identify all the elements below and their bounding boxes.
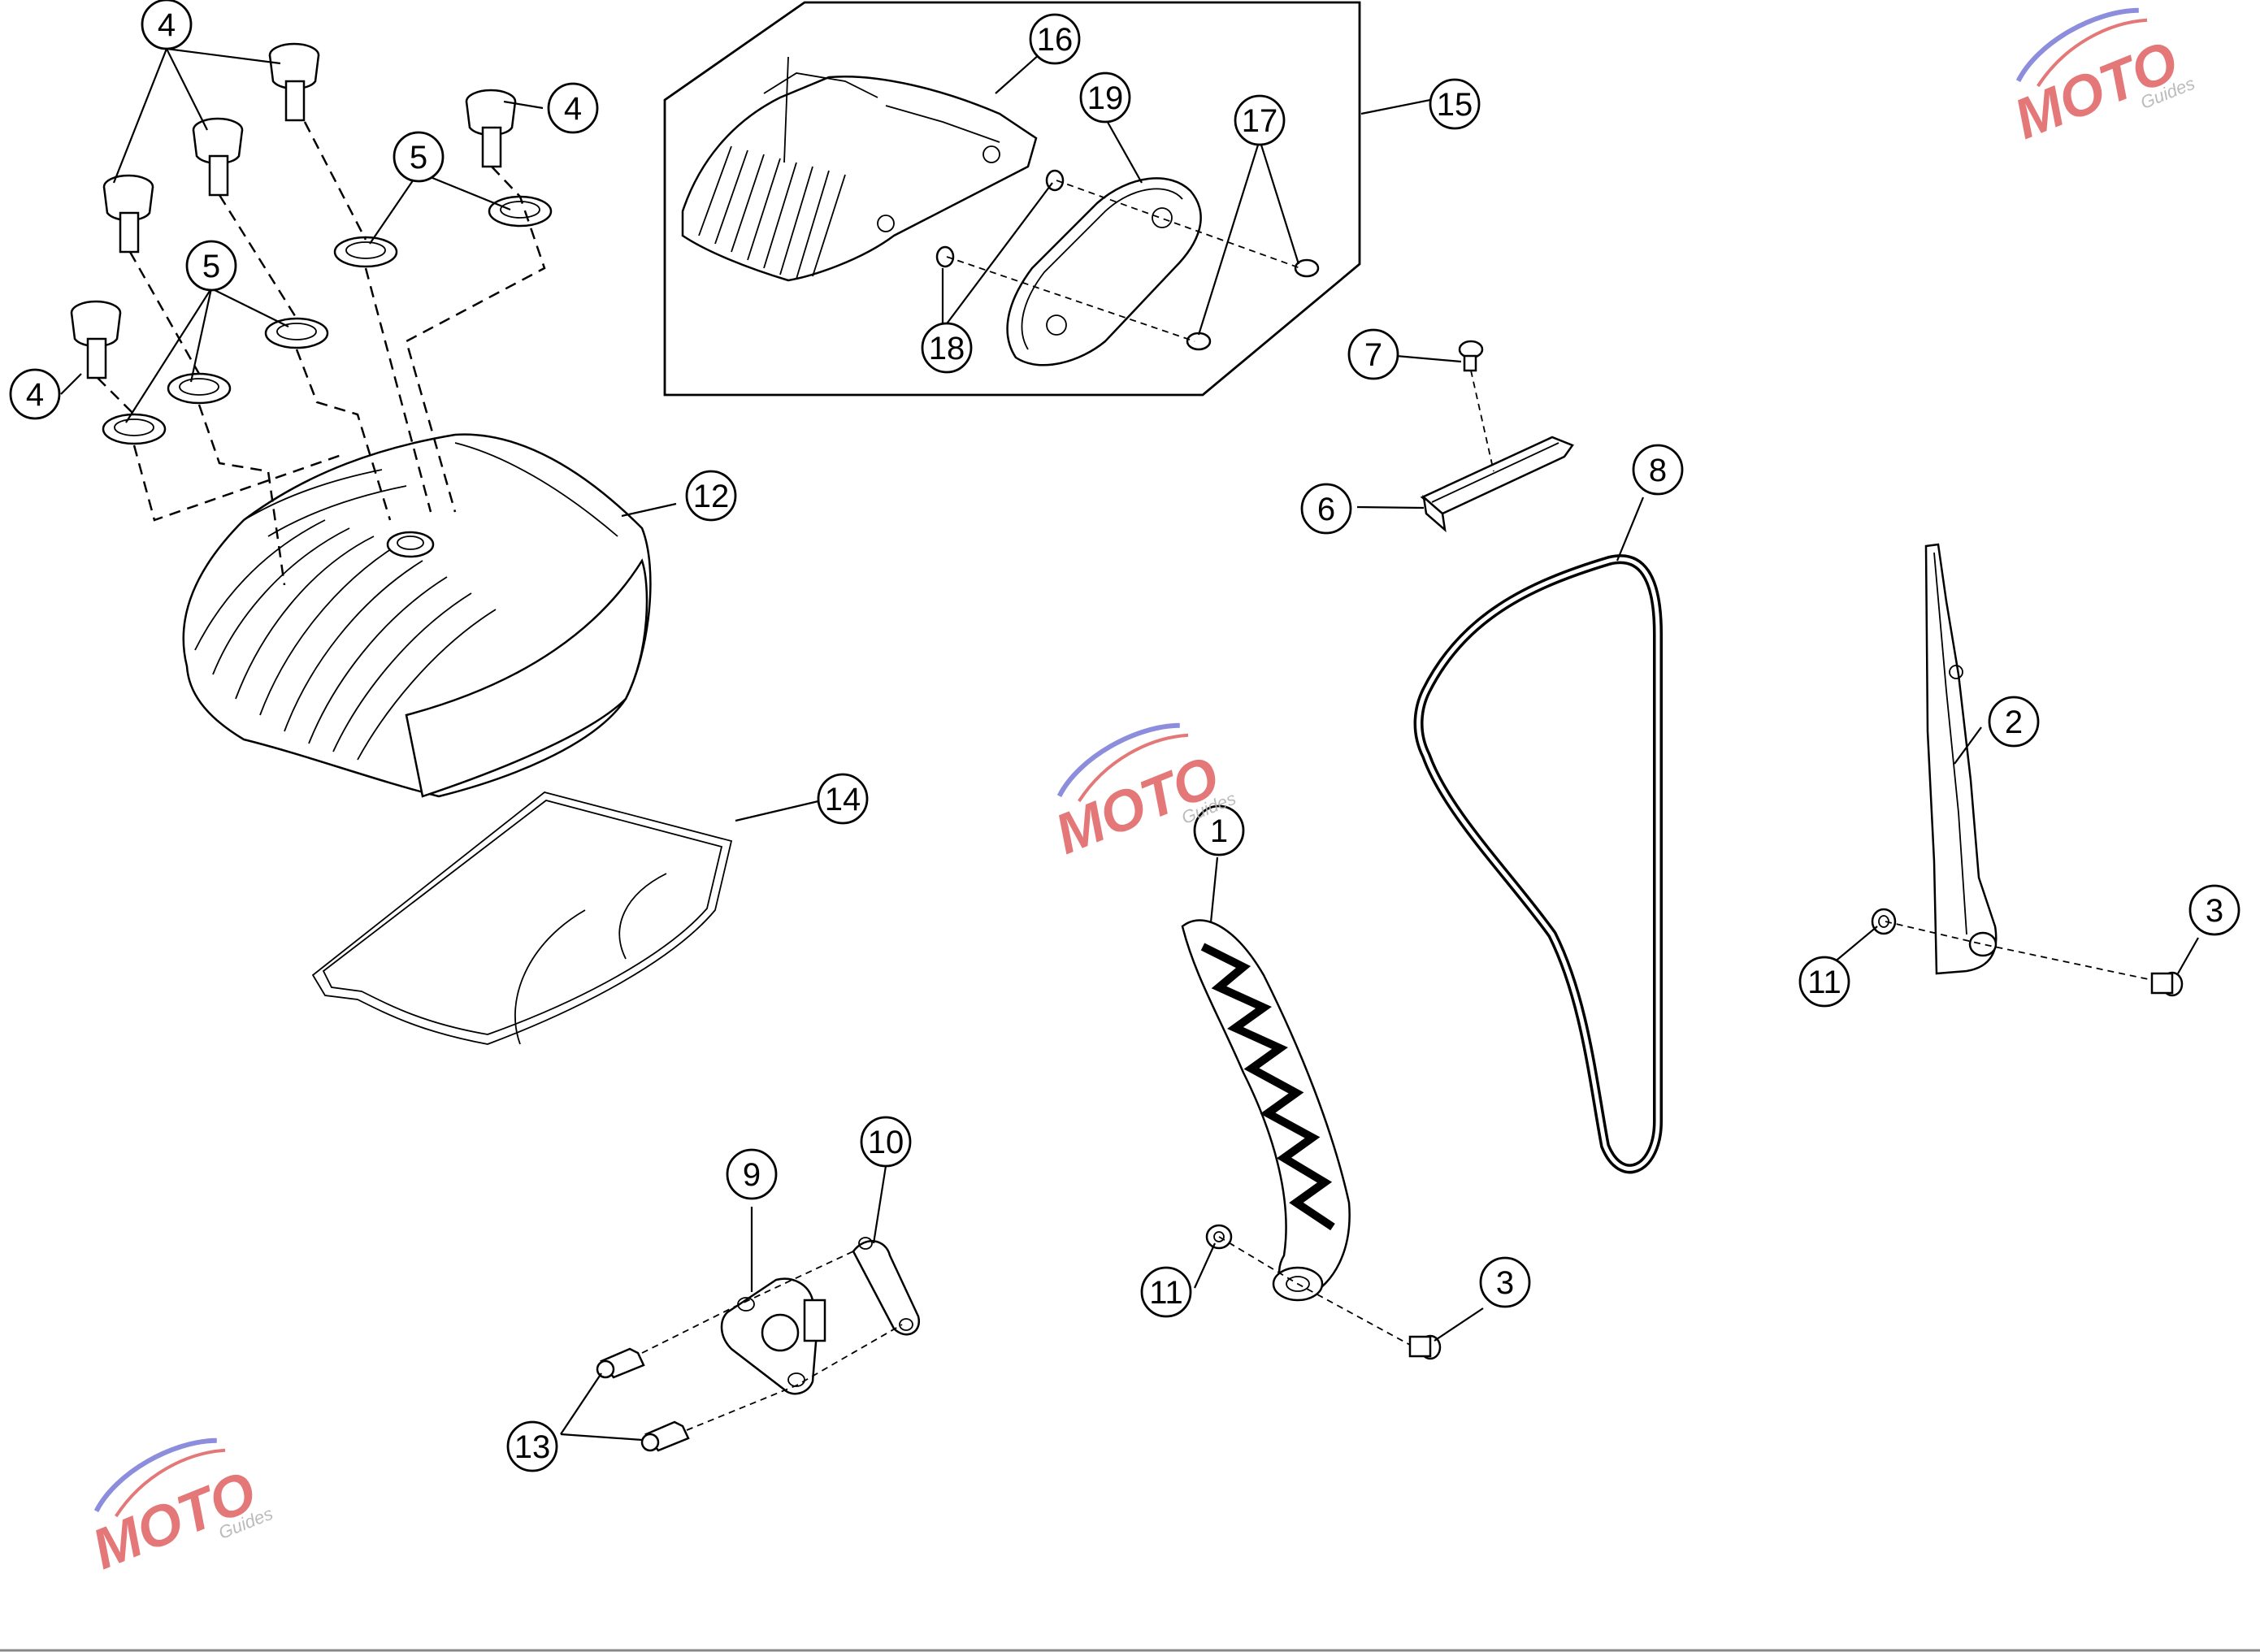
callout-11: 11 xyxy=(1140,1266,1192,1318)
callout-label: 12 xyxy=(693,479,730,514)
callout-6: 6 xyxy=(1300,483,1352,535)
callouts: 4 4 4 5 5 16 19 17 15 18 7 6 8 12 14 2 3… xyxy=(9,0,2240,1472)
callout-label: 8 xyxy=(1649,453,1667,488)
watermark-bottom-left: MOTO Guides xyxy=(84,1437,275,1581)
callout-label: 10 xyxy=(868,1125,904,1160)
callout-8: 8 xyxy=(1632,444,1684,496)
callout-label: 11 xyxy=(1807,965,1841,1000)
callout-label: 16 xyxy=(1037,22,1074,58)
callout-19: 19 xyxy=(1079,72,1131,124)
callout-16: 16 xyxy=(1029,13,1081,65)
callout-label: 19 xyxy=(1087,80,1124,116)
callout-label: 6 xyxy=(1317,492,1335,527)
callout-label: 3 xyxy=(2206,893,2223,929)
cover-gasket xyxy=(311,791,733,1045)
callout-4: 4 xyxy=(141,0,193,50)
callout-18: 18 xyxy=(921,322,973,374)
callout-9: 9 xyxy=(726,1148,778,1200)
inset-assembly-box xyxy=(663,1,1361,397)
cylinder-head-cover xyxy=(182,433,652,798)
callout-label: 2 xyxy=(2005,705,2023,740)
plug-seals xyxy=(102,195,553,445)
callout-5: 5 xyxy=(185,240,237,292)
callout-label: 7 xyxy=(1364,337,1382,373)
chain-tensioner xyxy=(596,1237,921,1452)
callout-label: 18 xyxy=(929,331,965,366)
callout-label: 4 xyxy=(564,91,582,127)
callout-13: 13 xyxy=(506,1420,558,1472)
callout-label: 15 xyxy=(1437,87,1473,123)
callout-label: 11 xyxy=(1149,1275,1183,1311)
callout-label: 1 xyxy=(1210,813,1228,849)
callout-17: 17 xyxy=(1234,94,1286,146)
tensioner-rail xyxy=(1181,919,1442,1360)
spark-plug-covers xyxy=(70,42,517,379)
callout-label: 5 xyxy=(202,249,220,284)
callout-label: 5 xyxy=(410,140,427,176)
callout-label: 4 xyxy=(26,377,44,413)
watermark-top-right: MOTO Guides xyxy=(2006,7,2197,151)
assembly-dashed-lines xyxy=(97,121,546,586)
callout-3: 3 xyxy=(2188,884,2240,936)
callout-5: 5 xyxy=(393,131,445,183)
callout-3: 3 xyxy=(1479,1256,1531,1308)
callout-label: 9 xyxy=(743,1157,761,1193)
chain-guide-rail xyxy=(1420,340,1574,533)
callout-2: 2 xyxy=(1988,696,2040,748)
callout-label: 14 xyxy=(825,782,861,817)
callout-4: 4 xyxy=(547,82,599,134)
callout-label: 3 xyxy=(1496,1265,1514,1301)
callout-label: 17 xyxy=(1242,103,1278,139)
callout-4: 4 xyxy=(9,368,61,420)
callout-11: 11 xyxy=(1798,956,1850,1008)
callout-14: 14 xyxy=(817,773,869,825)
timing-chain xyxy=(1413,554,1663,1174)
callout-15: 15 xyxy=(1429,78,1481,130)
callout-12: 12 xyxy=(685,470,737,522)
callout-label: 13 xyxy=(514,1429,551,1465)
fixed-chain-guide xyxy=(1871,543,2184,997)
callout-10: 10 xyxy=(860,1116,912,1168)
leader-lines xyxy=(60,40,2199,1442)
callout-label: 4 xyxy=(158,7,176,43)
callout-7: 7 xyxy=(1347,328,1399,380)
callout-1: 1 xyxy=(1193,804,1245,856)
